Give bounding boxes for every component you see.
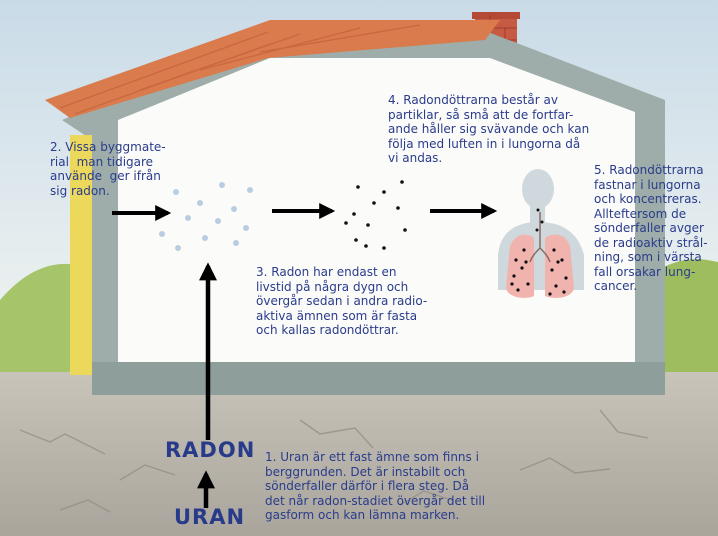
step-3-text: 3. Radon har endast en livstid på några … [256, 265, 428, 337]
step-5-text: 5. Radondöttrarna fastnar i lungorna och… [594, 163, 708, 293]
yellow-trim [70, 135, 92, 375]
uran-label: URAN [174, 505, 246, 529]
roof [45, 20, 500, 118]
radon-label: RADON [165, 438, 256, 462]
step-2-text: 2. Vissa byggmate- rial man tidigare anv… [50, 140, 166, 198]
step-1-text: 1. Uran är ett fast ämne som finns i ber… [265, 450, 486, 522]
foundation [92, 362, 665, 395]
solid-particles-icon [344, 180, 407, 250]
ground [0, 372, 718, 536]
grass-hills-right [650, 259, 718, 378]
gas-particles-icon [159, 182, 253, 251]
grass-hills [0, 263, 90, 375]
step-4-text: 4. Radondöttrarna består av partiklar, s… [388, 93, 590, 165]
ground-cracks [19, 409, 649, 513]
lungs-icon [498, 169, 584, 298]
